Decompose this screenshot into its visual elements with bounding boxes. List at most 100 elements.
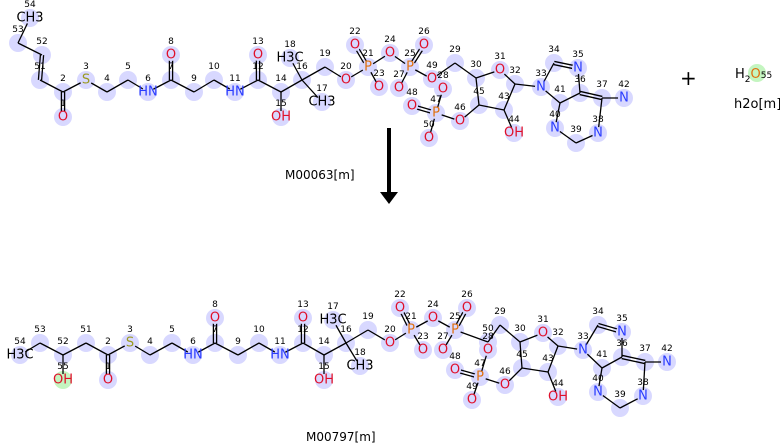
- bond: [301, 66, 326, 81]
- atom-symbol: O: [166, 48, 176, 63]
- atom-number: 2: [105, 337, 111, 347]
- atom-number: 37: [639, 344, 650, 354]
- atom-symbol: H3C: [319, 313, 346, 328]
- bond: [37, 54, 42, 80]
- atom-number: 17: [316, 84, 327, 94]
- bond: [503, 83, 516, 111]
- bond: [17, 42, 43, 56]
- atom-number: 23: [417, 332, 428, 342]
- atom-number: 49: [426, 61, 438, 71]
- atom-symbol: O: [385, 46, 395, 61]
- atom-number: 19: [319, 49, 331, 59]
- atom-number: 3: [127, 325, 133, 335]
- atom-number: 33: [535, 69, 546, 79]
- atom-number: 22: [394, 290, 405, 300]
- atom-number: 9: [191, 74, 197, 84]
- atom-number: 34: [592, 307, 604, 317]
- atom-number: 35: [616, 314, 627, 324]
- atom-symbol: O: [341, 73, 351, 88]
- atom-symbol: O: [394, 81, 404, 96]
- bond: [478, 104, 505, 111]
- atom-number: 38: [637, 378, 649, 388]
- atom-number: 1: [60, 99, 66, 109]
- atom-symbol: O: [483, 343, 493, 358]
- bond: [601, 356, 623, 369]
- atom-symbol: N: [573, 61, 583, 76]
- water-formula: H2O55: [735, 67, 772, 85]
- atom-number: 10: [253, 325, 265, 335]
- atom-number: 12: [252, 62, 263, 72]
- atom-symbol: P: [451, 323, 459, 338]
- atom-number: 52: [36, 37, 47, 47]
- atom-number: 49: [466, 382, 478, 392]
- atom-symbol: HN: [138, 85, 158, 100]
- bond: [559, 92, 581, 104]
- bond: [345, 329, 369, 344]
- atom-number: 6: [190, 337, 196, 347]
- atom-number: 31: [537, 315, 548, 325]
- atom-symbol: P: [432, 106, 440, 121]
- atom-number: 15: [275, 99, 286, 109]
- atom-number: 37: [596, 80, 607, 90]
- bond: [519, 341, 523, 369]
- atom-number: 42: [661, 344, 672, 354]
- atom-number: 46: [499, 367, 511, 377]
- atom-number: 36: [616, 339, 628, 349]
- bond: [40, 55, 45, 81]
- atom-number: 41: [596, 350, 607, 360]
- atom-highlight: [748, 64, 766, 82]
- atom-number: 38: [592, 115, 604, 125]
- bond: [280, 79, 303, 93]
- atom-number: 14: [318, 337, 330, 347]
- atom-number: 36: [574, 75, 586, 85]
- atom-number: 40: [549, 110, 561, 120]
- atom-symbol: P: [476, 370, 484, 385]
- atom-number: 8: [212, 300, 218, 310]
- atom-number: 26: [418, 27, 430, 37]
- water-label: h2o[m]: [734, 97, 780, 112]
- atom-symbol: O: [500, 378, 510, 393]
- plus-sign: +: [680, 66, 697, 90]
- atom-symbol: O: [438, 343, 448, 358]
- atom-number: 16: [340, 325, 352, 335]
- atom-symbol: O: [395, 301, 405, 316]
- atom-symbol: N: [619, 91, 629, 106]
- atom-symbol: N: [578, 343, 588, 358]
- atom-number: 24: [427, 300, 439, 310]
- bond: [499, 324, 521, 343]
- atom-symbol: H3C: [276, 51, 303, 66]
- atom-symbol: O: [58, 110, 68, 125]
- atom-number: 45: [473, 87, 484, 97]
- atom-number: 29: [449, 45, 461, 55]
- atom-symbol: O: [419, 38, 429, 53]
- bond: [454, 62, 477, 79]
- bond: [237, 342, 260, 356]
- atom-symbol: O: [350, 38, 360, 53]
- atom-number: 33: [577, 332, 588, 342]
- atom-symbol: O: [428, 311, 438, 326]
- atom-symbol: O: [467, 393, 477, 408]
- atom-number: 5: [125, 62, 131, 72]
- atom-number: 30: [514, 324, 526, 334]
- atom-number: 5: [169, 325, 175, 335]
- atom-number: 14: [275, 74, 287, 84]
- atom-number: 11: [229, 74, 240, 84]
- bond: [106, 79, 129, 93]
- atom-number: 18: [284, 40, 296, 50]
- bond: [39, 342, 64, 356]
- atom-number: 30: [470, 60, 482, 70]
- reaction-arrow: [380, 128, 398, 204]
- atom-symbol: N: [617, 325, 627, 340]
- atom-number: 7: [212, 325, 218, 335]
- atom-number: 44: [508, 115, 520, 125]
- atom-symbol: HN: [183, 348, 203, 363]
- atom-symbol: O: [455, 114, 465, 129]
- atom-number: 39: [570, 125, 582, 135]
- atom-number: 28: [482, 332, 494, 342]
- atom-number: 4: [104, 74, 110, 84]
- atom-number: 20: [340, 62, 352, 72]
- atom-number: 28: [437, 71, 449, 81]
- atom-number: 12: [297, 325, 308, 335]
- atom-number: 13: [252, 37, 263, 47]
